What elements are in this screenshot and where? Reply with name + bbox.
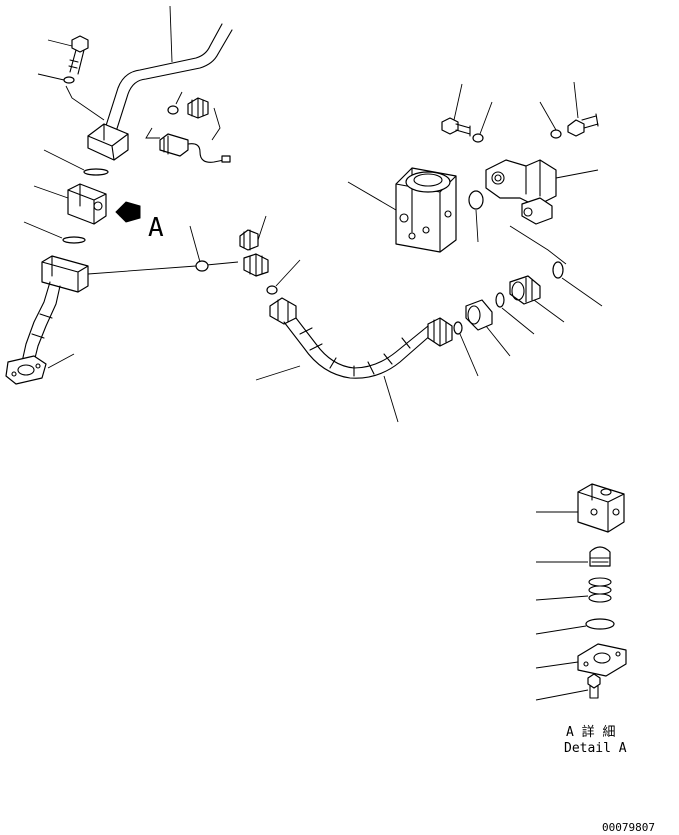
detail-o-ring bbox=[585, 618, 615, 630]
flange-elbow-assembly bbox=[441, 81, 599, 265]
detail-plug bbox=[589, 546, 611, 567]
detail-bolt bbox=[587, 673, 601, 699]
o-ring-small-upper bbox=[167, 105, 179, 115]
washer-upper-left bbox=[63, 76, 75, 84]
elbow-fitting-middle bbox=[239, 229, 259, 251]
block-fitting-a bbox=[67, 183, 107, 225]
washer-right-2 bbox=[550, 129, 562, 139]
detail-flange bbox=[577, 643, 627, 677]
bolt-right-1 bbox=[441, 117, 471, 137]
adapter-row-2 bbox=[509, 275, 541, 305]
swivel-nut-middle bbox=[243, 253, 269, 277]
o-ring-row-3 bbox=[552, 261, 564, 279]
upper-tube-assembly bbox=[37, 5, 233, 163]
bolt-upper-left bbox=[68, 35, 89, 75]
pump-body bbox=[347, 167, 484, 253]
lower-left-pipe-assembly bbox=[5, 215, 301, 385]
adapter-row-1 bbox=[465, 299, 493, 331]
flange-elbow bbox=[485, 159, 557, 225]
view-arrow-icon bbox=[115, 201, 141, 223]
o-ring-left-2 bbox=[62, 236, 86, 244]
o-ring-middle-2 bbox=[266, 285, 278, 295]
o-ring-pump bbox=[468, 190, 484, 210]
washer-right-1 bbox=[472, 133, 484, 143]
o-ring-row-1 bbox=[453, 321, 463, 335]
hose-connector-upper bbox=[159, 133, 231, 163]
o-ring-row-2 bbox=[495, 292, 505, 308]
flange-lower-left bbox=[5, 355, 47, 385]
detail-block bbox=[577, 483, 625, 533]
o-ring-middle bbox=[195, 260, 209, 272]
bolt-right-2 bbox=[567, 113, 599, 137]
view-label: A bbox=[148, 213, 164, 243]
elbow-fitting-upper bbox=[187, 97, 209, 119]
right-fittings-row bbox=[453, 261, 603, 377]
o-ring-left-1 bbox=[83, 168, 109, 176]
detail-caption-english: Detail A bbox=[564, 741, 627, 756]
drawing-number: 00079807 bbox=[602, 821, 655, 834]
detail-caption-japanese: A 詳 細 bbox=[566, 724, 615, 740]
detail-a-exploded bbox=[535, 483, 627, 701]
hose-assembly bbox=[255, 297, 453, 423]
detail-spring bbox=[588, 577, 612, 603]
left-parts: A bbox=[23, 149, 164, 244]
